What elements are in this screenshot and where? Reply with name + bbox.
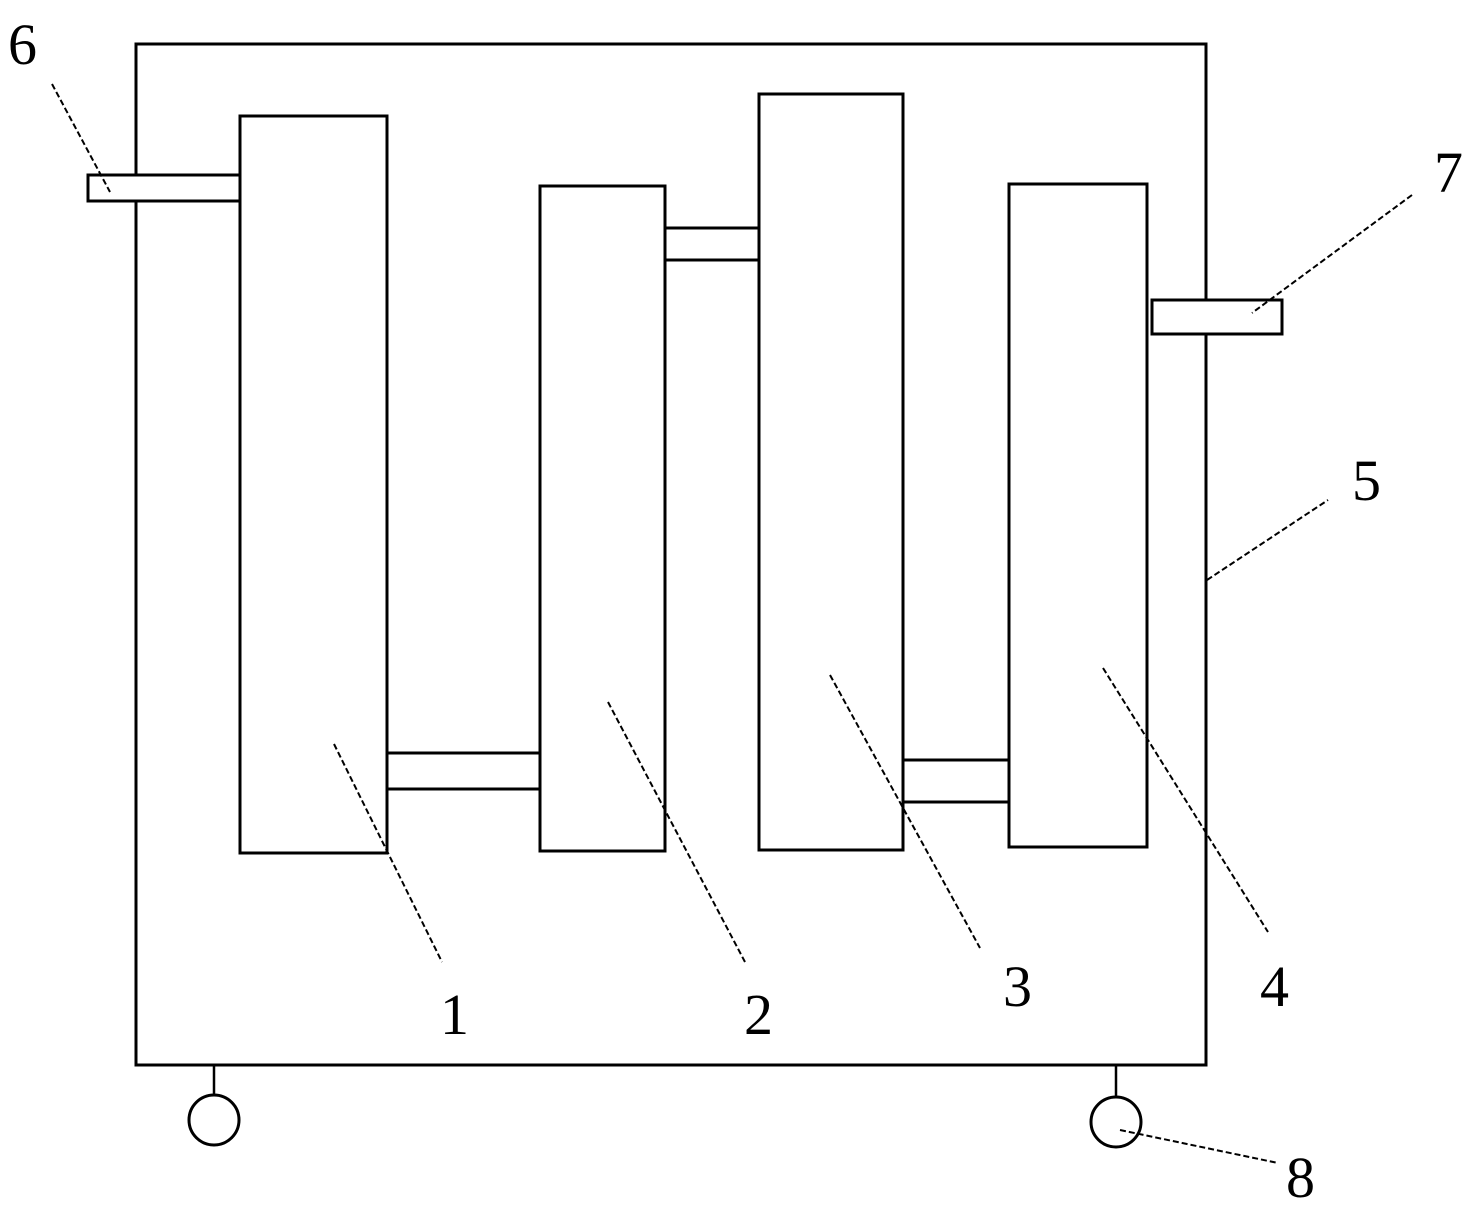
leader-8 [1119,1129,1279,1164]
leader-2 [607,701,746,963]
leader-1 [333,743,443,963]
chamber-3 [757,92,905,852]
leader-4 [1102,667,1269,933]
connector-3-4 [898,758,1011,804]
leader-3 [829,674,981,949]
outlet-pipe [1150,298,1284,336]
label-part-2: 2 [744,982,773,1047]
left-wheel [187,1093,241,1147]
chamber-2 [538,184,667,853]
inlet-pipe [86,173,245,203]
right-wheel [1089,1095,1143,1149]
connector-2-3 [662,226,762,262]
label-part-3: 3 [1003,954,1032,1019]
leader-5 [1206,499,1329,581]
label-housing-5: 5 [1352,448,1381,513]
label-inlet-6: 6 [8,12,37,77]
label-part-1: 1 [440,982,469,1047]
label-wheel-8: 8 [1286,1145,1315,1210]
label-part-4: 4 [1260,954,1289,1019]
connector-1-2 [384,751,542,791]
label-outlet-7: 7 [1434,140,1463,205]
leader-6 [51,83,111,193]
leader-7 [1251,194,1413,314]
chamber-4 [1007,182,1149,849]
chamber-1 [238,114,389,855]
